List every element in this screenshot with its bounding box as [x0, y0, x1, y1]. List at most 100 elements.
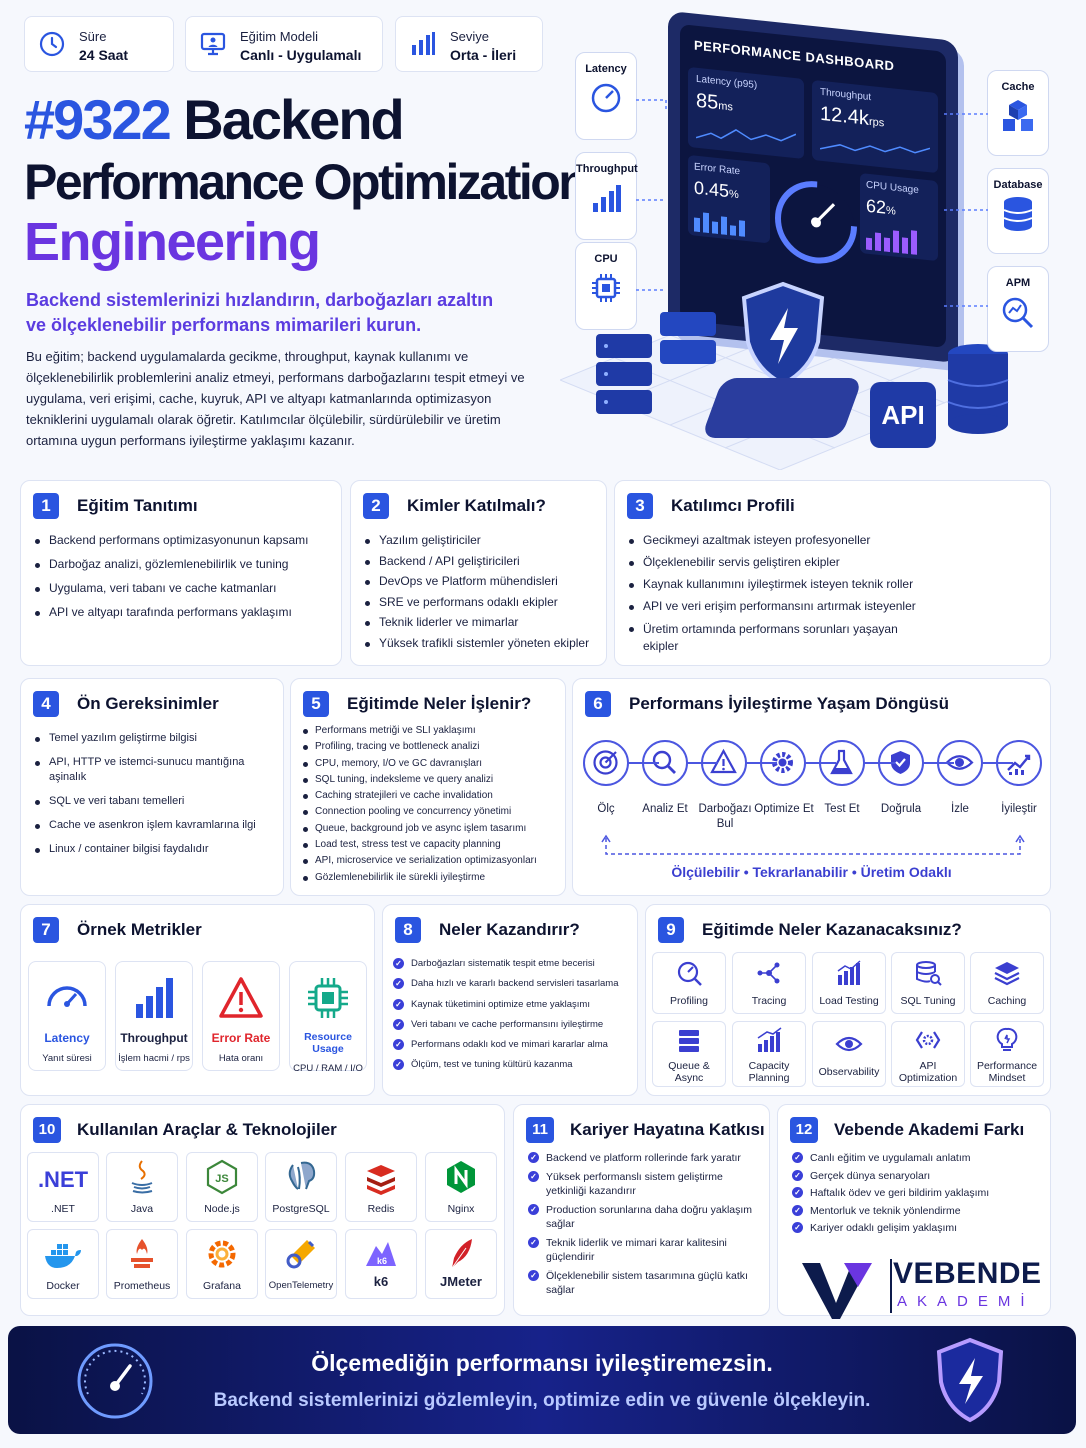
cpu-panel-label: CPU Usage [866, 179, 919, 197]
step-label: Analiz Et [642, 803, 688, 815]
section-title: Eğitim Tanıtımı [77, 496, 198, 515]
section-title: Neler Kazandırır? [439, 920, 580, 939]
footer-tagline: Backend sistemlerinizi gözlemleyin, opti… [213, 1390, 871, 1411]
warning-icon [219, 977, 263, 1018]
error-panel-value: 0.45 [694, 177, 730, 202]
section-who-should-attend: 2 Kimler Katılmalı? Yazılım geliştiricil… [350, 480, 607, 666]
dashboard-monitor: PERFORMANCE DASHBOARD Latency (p95) 85ms… [668, 10, 958, 364]
footer-banner: Ölçemediğin performansı iyileştiremezsin… [8, 1326, 1076, 1434]
tile-label: Capacity Planning [748, 1060, 790, 1084]
dotnet-logo: .NET [37, 1167, 89, 1192]
section-number: 10 [33, 1117, 61, 1143]
list-item: Veri tabanı ve cache performansını iyile… [393, 1018, 637, 1032]
step-connector [863, 762, 895, 764]
list-item: API, HTTP ve istemci-sunucu mantığına aş… [33, 755, 283, 785]
skill-tile-capacity-planning: Capacity Planning [732, 1021, 806, 1087]
skill-tile-caching: Caching [970, 952, 1044, 1014]
step-label: Ölç [597, 803, 615, 815]
tool-label: Java [130, 1203, 154, 1215]
academy-list: Canlı eğitim ve uygulamalı anlatım Gerçe… [792, 1151, 1044, 1235]
tool-opentelemetry: OpenTelemetry [265, 1229, 337, 1299]
tool-docker: Docker [27, 1229, 99, 1299]
level-pill: Seviye Orta - İleri [395, 16, 543, 72]
topics-list: Performans metriği ve SLI yaklaşımı Prof… [301, 723, 563, 886]
section-prerequisites: 4 Ön Gereksinimler Temel yazılım gelişti… [20, 678, 284, 896]
list-item: Performans odaklı kod ve mimari kararlar… [393, 1038, 637, 1052]
list-item: Üretim ortamında performans sorunları ya… [627, 621, 917, 655]
chip-icon [592, 274, 620, 302]
list-item: Queue, background job ve async işlem tas… [301, 821, 563, 837]
list-item: API, microservice ve serialization optim… [301, 853, 563, 869]
duration-pill: Süre 24 Saat [24, 16, 174, 72]
title-part2: Performance Optimization [24, 154, 589, 210]
section-number: 4 [33, 691, 59, 717]
throughput-bars-icon [593, 185, 621, 212]
section-number: 11 [526, 1117, 554, 1143]
svg-text:k6: k6 [377, 1256, 387, 1266]
section-title: Kariyer Hayatına Katkısı [570, 1120, 765, 1139]
vebende-logo-mark [802, 1263, 872, 1319]
duration-label: Süre [79, 29, 107, 44]
postgresql-logo-icon [288, 1161, 316, 1190]
list-item: Backend / API geliştiricileri [363, 554, 603, 569]
step-label: Darboğazı Bul [698, 803, 752, 830]
level-label: Seviye [450, 29, 490, 44]
list-item: Daha hızlı ve kararlı backend servisleri… [393, 977, 637, 991]
metric-name: Error Rate [211, 1031, 271, 1045]
metric-desc: İşlem hacmi / rps [118, 1053, 190, 1064]
section-lifecycle: 6 Performans İyileştirme Yaşam Döngüsü [572, 678, 1051, 896]
list-item: Production sorunlarına daha doğru yaklaş… [528, 1203, 764, 1231]
cpu-bars [866, 230, 917, 255]
list-item: Kariyer odaklı gelişim yaklaşımı [792, 1221, 1044, 1235]
list-item: Profiling, tracing ve bottleneck analizi [301, 739, 563, 755]
list-item: Caching stratejileri ve cache invalidati… [301, 788, 563, 804]
list-item: API ve veri erişim performansını artırma… [627, 599, 917, 614]
tool-grafana: Grafana [186, 1229, 258, 1299]
list-item: DevOps ve Platform mühendisleri [363, 574, 603, 589]
section-number: 12 [790, 1117, 818, 1143]
model-pill: Eğitim Modeli Canlı - Uygulamalı [185, 16, 383, 72]
grafana-logo-icon [208, 1240, 236, 1268]
metric-desc: CPU / RAM / I/O [293, 1063, 363, 1074]
api-gear-icon [915, 1031, 941, 1049]
list-item: Ölçeklenebilir sistem tasarımına güçlü k… [528, 1269, 764, 1297]
audience-list: Yazılım geliştiriciler Backend / API gel… [363, 533, 603, 651]
nodes-icon [757, 962, 780, 984]
skill-tile-profiling: Profiling [652, 952, 726, 1014]
step-label: İyileştir [1001, 803, 1037, 815]
redis-logo-icon [367, 1165, 395, 1195]
cpu-panel: CPU Usage 62% [860, 172, 938, 262]
step-connector [686, 762, 718, 764]
speedometer-icon [47, 986, 87, 1007]
skill-tile-observability: Observability [812, 1021, 886, 1087]
cycle-return-arrow [601, 834, 1025, 855]
step-label: İzle [951, 803, 969, 815]
lightbulb-icon [996, 1027, 1018, 1051]
list-item: Mentorluk ve teknik yönlendirme [792, 1204, 1044, 1218]
error-panel-unit: % [729, 188, 739, 202]
tool-nginx: Nginx [425, 1152, 497, 1222]
tool-jmeter: JMeter [425, 1229, 497, 1299]
metric-name: Resource Usage [304, 1031, 352, 1055]
tile-label: API Optimization [898, 1060, 958, 1084]
section-benefits: 8 Neler Kazandırır? Darboğazları sistema… [382, 904, 638, 1096]
list-item: Kaynak kullanımını iyileştirmek isteyen … [627, 577, 917, 592]
list-item: Ölçeklenebilir servis geliştiren ekipler [627, 555, 917, 570]
growth-chart-icon [757, 1027, 782, 1052]
section-title: Ön Gereksinimler [77, 694, 219, 713]
skill-tile-performance-mindset: Performance Mindset [970, 1021, 1044, 1087]
list-item: Teknik liderler ve mimarlar [363, 615, 603, 630]
section-academy-difference: 12 Vebende Akademi Farkı Canlı eğitim ve… [777, 1104, 1051, 1319]
left-connectors [636, 99, 667, 291]
section-title: Vebende Akademi Farkı [834, 1120, 1025, 1139]
server-icon [596, 312, 716, 414]
tile-label: Load Testing [819, 995, 879, 1007]
tool-label: Redis [367, 1203, 395, 1215]
nginx-logo-icon [447, 1161, 475, 1193]
tool-label: .NET [51, 1203, 75, 1215]
database-stack-icon [947, 344, 1009, 434]
step-connector [922, 762, 954, 764]
section-title: Performans İyileştirme Yaşam Döngüsü [629, 694, 949, 713]
tile-label: Queue & Async [668, 1060, 710, 1084]
